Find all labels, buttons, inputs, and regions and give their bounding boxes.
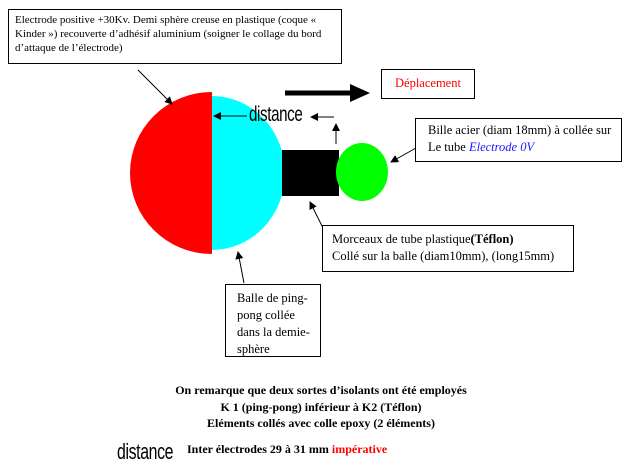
tube-line-1-prefix: Morceaux de tube plastique [332, 232, 471, 246]
steel-ball [336, 143, 388, 201]
note-line-1: On remarque que deux sortes d’isolants o… [175, 383, 467, 397]
tube-line-1: Morceaux de tube plastique(Téflon) [332, 231, 567, 248]
teflon-tube [282, 150, 339, 196]
electrode-callout: Electrode positive +30Kv. Demi sphère cr… [8, 9, 342, 64]
deplacement-callout: Déplacement [381, 69, 475, 99]
distance-bottom-label: distance [117, 440, 195, 464]
balle-callout: Balle de ping-pong collée dans la demie-… [225, 284, 321, 357]
teflon-label: (Téflon) [470, 232, 514, 246]
electrode-callout-text: Electrode positive +30Kv. Demi sphère cr… [15, 14, 322, 54]
distance-label: distance [249, 102, 323, 127]
distance-label-text: distance [249, 103, 303, 126]
electrode-0v-label: Electrode 0V [468, 140, 535, 154]
note-line-4-prefix: Inter électrodes 29 à 31 mm [187, 442, 332, 456]
note-line-2: K 1 (ping-pong) inférieur à K2 (Téflon) [220, 400, 422, 414]
distance-bottom-label-text: distance [117, 439, 174, 464]
ping-pong-ball [212, 96, 285, 250]
note-line-4: Inter électrodes 29 à 31 mm impérative [187, 441, 387, 458]
tube-callout: Morceaux de tube plastique(Téflon) Collé… [322, 225, 574, 272]
balle-callout-text: Balle de ping-pong collée dans la demie-… [237, 291, 310, 356]
bille-leader [390, 147, 417, 163]
deplacement-label: Déplacement [395, 76, 461, 90]
bille-callout: Bille acier (diam 18mm) à collée sur Le … [415, 118, 622, 162]
note-line-3: Eléments collés avec colle epoxy (2 élém… [207, 416, 435, 430]
tube-leader [309, 201, 324, 229]
bille-line-1: Bille acier (diam 18mm) à collée sur [428, 123, 612, 137]
tube-line-2: Collé sur la balle (diam10mm), (long15mm… [332, 249, 555, 263]
balle-leader [235, 251, 245, 284]
electrode-hemisphere [130, 92, 212, 254]
bille-line-2: Le tube Electrode 0V [428, 139, 615, 156]
displacement-arrow-head [350, 84, 370, 102]
imperative-label: impérative [331, 442, 388, 456]
bille-line-2-prefix: Le tube [428, 140, 469, 154]
electrode-leader [137, 69, 173, 105]
